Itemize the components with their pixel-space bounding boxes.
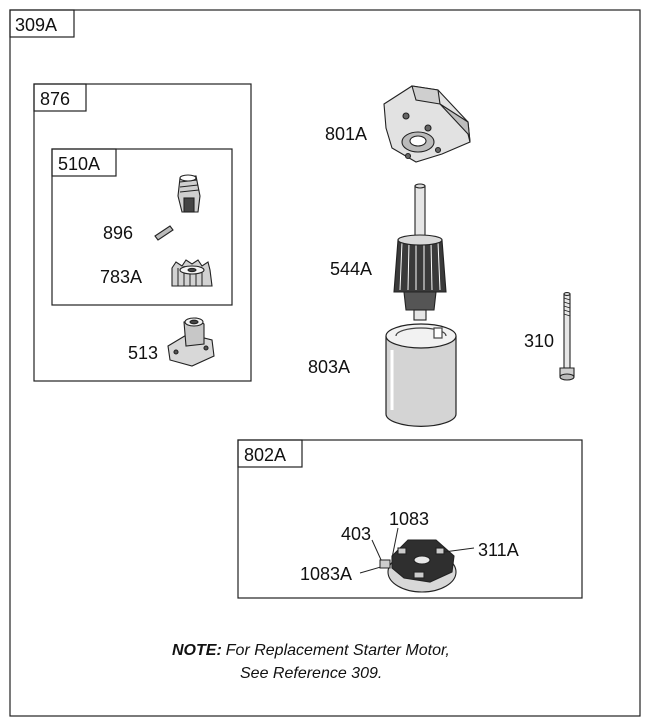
note-line-2: See Reference 309. (240, 665, 382, 682)
group-label-802a: 802A (244, 445, 286, 465)
label-box-510a (51, 148, 117, 177)
part-510a-screw-shaft (177, 174, 201, 213)
part-801a-bracket (383, 85, 471, 163)
part-label-544a: 544A (330, 259, 372, 279)
part-311a-brush-plate (387, 539, 457, 593)
group-box-876 (33, 83, 252, 382)
part-803a-housing (385, 323, 457, 427)
part-label-803a: 803A (308, 357, 350, 377)
part-403-terminal (379, 559, 391, 569)
group-box-510a (51, 148, 233, 306)
label-box-802a (237, 439, 303, 468)
part-label-783a: 783A (100, 267, 142, 287)
part-783a-gear (171, 259, 213, 287)
part-label-801a: 801A (325, 124, 367, 144)
part-513-drive (167, 317, 215, 367)
label-box-876 (33, 83, 87, 112)
note-prefix: NOTE: (172, 642, 222, 659)
group-label-510a: 510A (58, 154, 100, 174)
part-label-403: 403 (341, 524, 371, 544)
group-label-309a: 309A (15, 15, 57, 35)
part-896-pin (154, 225, 174, 241)
part-544a-armature (393, 183, 447, 321)
outer-frame (9, 9, 641, 717)
label-box-309a (9, 9, 75, 38)
part-label-310: 310 (524, 331, 554, 351)
note-line-1: NOTE:For Replacement Starter Motor, (172, 642, 450, 659)
part-label-311a: 311A (478, 540, 519, 560)
part-label-896: 896 (103, 223, 133, 243)
group-label-876: 876 (40, 89, 70, 109)
note-text-1: For Replacement Starter Motor, (226, 642, 450, 659)
group-box-802a (237, 439, 583, 599)
part-310-bolt (559, 291, 575, 381)
leader-lines-802a (359, 527, 475, 574)
part-label-1083: 1083 (389, 509, 429, 529)
part-label-513: 513 (128, 343, 158, 363)
part-label-1083a: 1083A (300, 564, 352, 584)
